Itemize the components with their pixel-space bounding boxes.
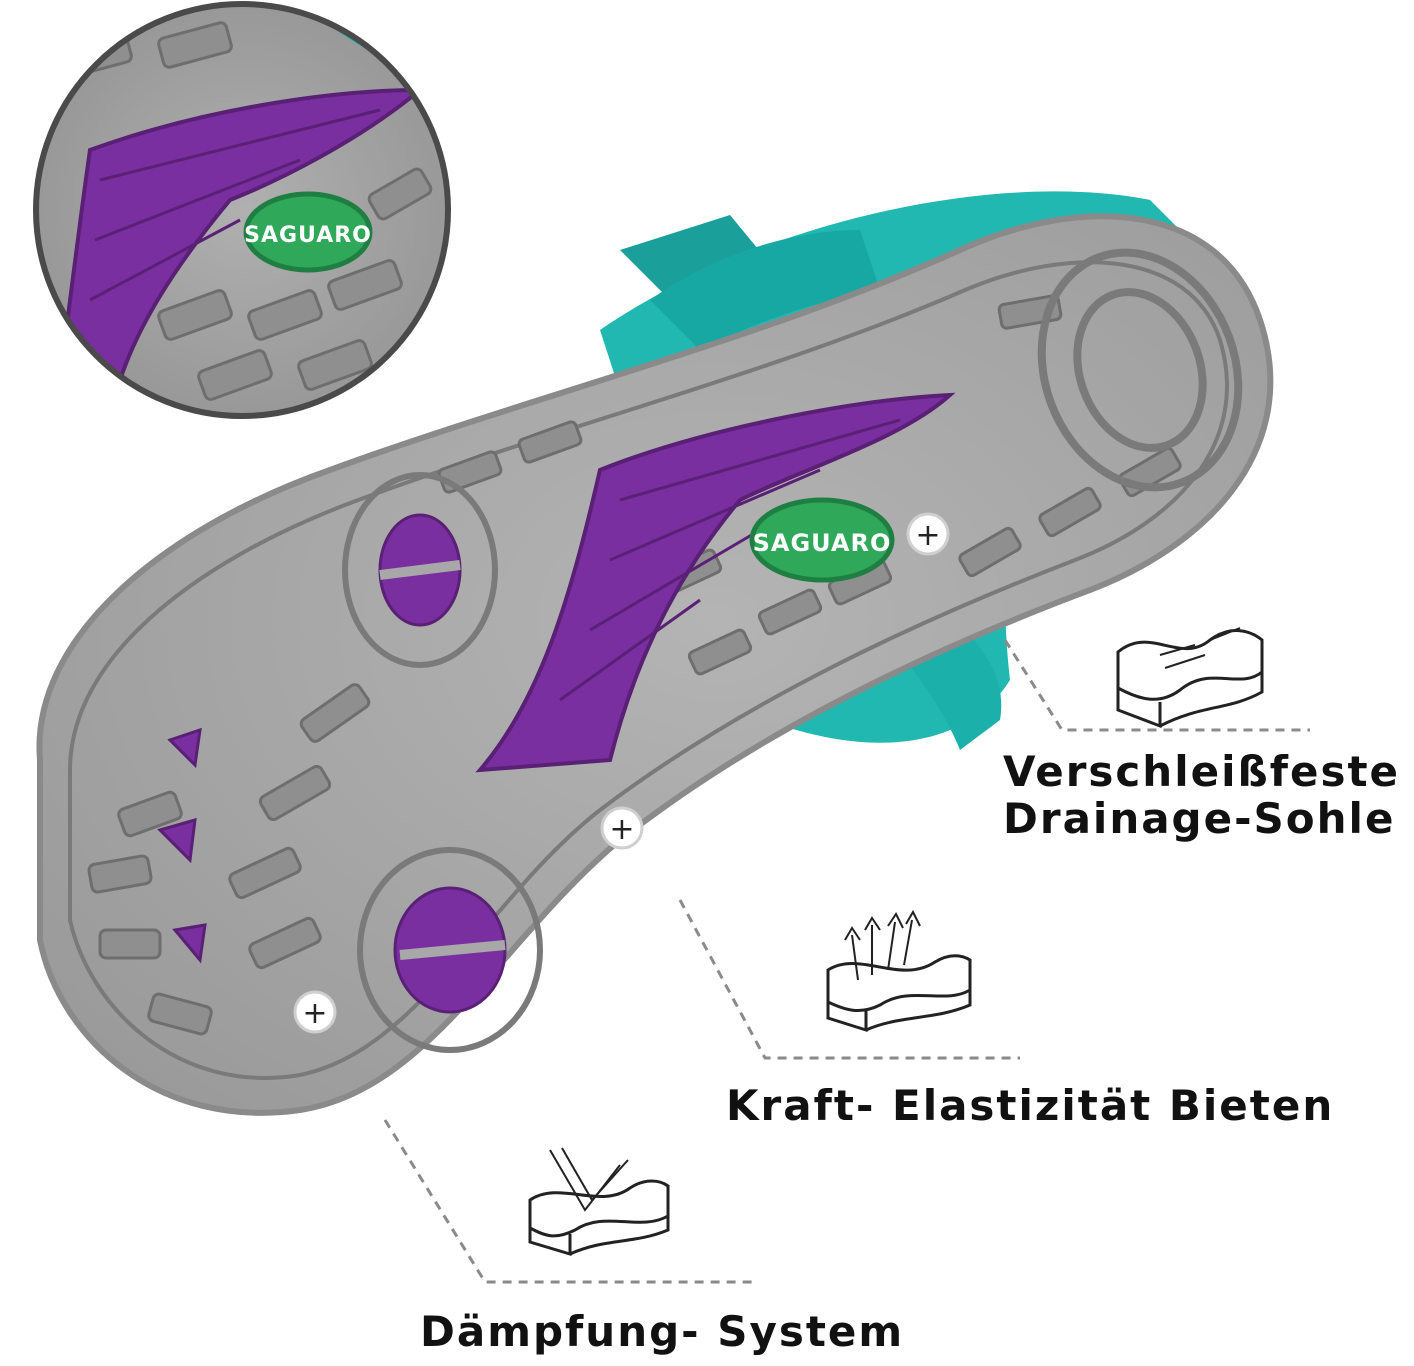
zoom-brand-logo-text: SAGUARO: [244, 223, 372, 248]
zoom-inset: SAGUARO: [33, 1, 451, 419]
hotspot-drainage[interactable]: +: [906, 512, 950, 556]
hotspot-drainage-symbol: +: [915, 518, 940, 553]
brand-logo-text: SAGUARO: [753, 529, 892, 557]
feature-label-drainage-line-2: Drainage-Sohle: [1003, 794, 1396, 844]
elastic-rebound-icon: [826, 909, 972, 1033]
hotspot-elastic[interactable]: +: [600, 806, 644, 850]
hotspot-cushion[interactable]: +: [293, 990, 337, 1034]
hotspot-cushion-symbol: +: [302, 996, 327, 1031]
leader-line-drainage: [1003, 639, 1310, 732]
brand-logo: SAGUARO: [749, 497, 895, 583]
heel-tread: [1037, 248, 1243, 492]
feature-label-elastic: Kraft- Elastizität Bieten: [726, 1081, 1335, 1130]
cushion-system-icon: [528, 1147, 670, 1257]
feature-label-cushion: Dämpfung- System: [420, 1307, 905, 1356]
drainage-sole-icon: [1116, 627, 1264, 729]
leader-lines: [383, 639, 1310, 1284]
leader-line-cushion: [383, 1119, 755, 1284]
hotspot-elastic-symbol: +: [609, 812, 634, 847]
feature-label-drainage: Verschleißfeste Drainage-Sohle: [1003, 748, 1400, 842]
feature-label-drainage-line-1: Verschleißfeste: [1003, 747, 1401, 796]
leader-line-elastic: [678, 899, 1020, 1060]
zoom-brand-logo: SAGUARO: [243, 191, 373, 273]
outsole: SAGUARO: [36, 213, 1274, 1116]
